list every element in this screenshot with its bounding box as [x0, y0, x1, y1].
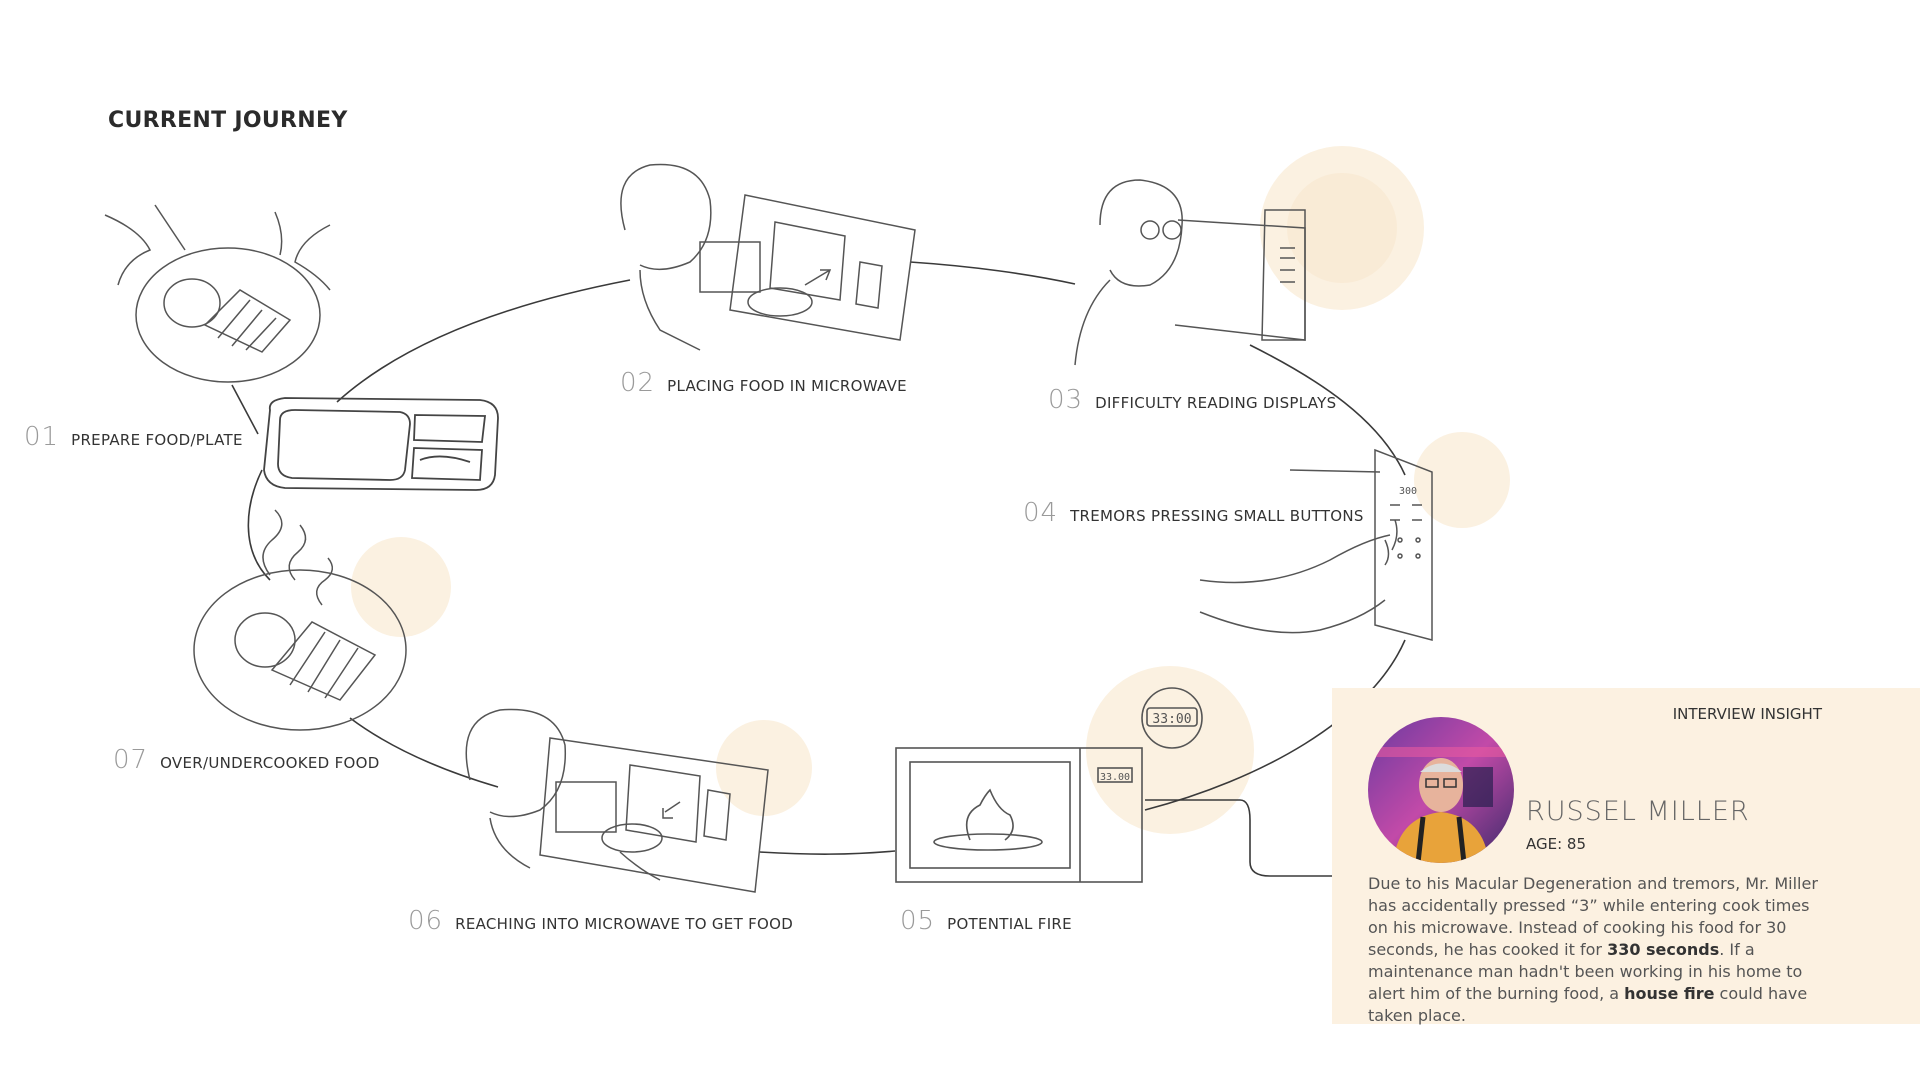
cooked-food-sketch	[193, 509, 407, 731]
interviewee-name: RUSSEL MILLER	[1526, 796, 1750, 827]
step-label: PLACING FOOD IN MICROWAVE	[667, 377, 907, 395]
accent-circle	[351, 537, 451, 637]
meal-tray-sketch	[263, 397, 499, 491]
pressing-buttons-sketch	[1199, 448, 1433, 641]
placing-food-sketch	[620, 163, 916, 351]
accent-circle	[1086, 666, 1254, 834]
step-label: PREPARE FOOD/PLATE	[71, 431, 243, 449]
step-05: 05 POTENTIAL FIRE	[900, 906, 1072, 936]
avatar	[1368, 717, 1514, 863]
step-label: TREMORS PRESSING SMALL BUTTONS	[1070, 507, 1364, 525]
fire-microwave-sketch	[895, 687, 1203, 883]
insight-emphasis: house fire	[1624, 984, 1715, 1003]
step-number: 01	[24, 422, 60, 452]
step-number: 03	[1048, 385, 1084, 415]
journey-path	[231, 261, 1406, 877]
accent-circle	[716, 720, 812, 816]
prepare-food-sketch	[104, 204, 331, 383]
step-label: OVER/UNDERCOOKED FOOD	[160, 754, 380, 772]
step-number: 02	[620, 368, 656, 398]
step-number: 05	[900, 906, 936, 936]
insight-text: could have taken place.	[1368, 984, 1808, 1025]
insight-header: INTERVIEW INSIGHT	[1672, 705, 1822, 723]
reading-display-sketch	[1074, 179, 1306, 366]
step-02: 02 PLACING FOOD IN MICROWAVE	[620, 368, 907, 398]
timer-display-large: 33:00	[1152, 712, 1191, 727]
interview-insight-panel: INTERVIEW INSIGHT	[1332, 688, 1920, 1027]
insight-emphasis: 330 seconds	[1607, 940, 1720, 959]
reaching-microwave-sketch	[465, 708, 769, 893]
step-01: 01 PREPARE FOOD/PLATE	[24, 422, 243, 452]
microwave-display-small: 33.00	[1100, 772, 1130, 783]
step-07: 07 OVER/UNDERCOOKED FOOD	[113, 745, 380, 775]
insight-text: . If a maintenance man hadn't been worki…	[1368, 940, 1803, 1003]
keypad-display: 300	[1399, 486, 1417, 497]
step-label: POTENTIAL FIRE	[947, 915, 1072, 933]
step-06: 06 REACHING INTO MICROWAVE TO GET FOOD	[408, 906, 793, 936]
step-number: 04	[1023, 498, 1059, 528]
page-title: CURRENT JOURNEY	[108, 108, 348, 133]
insight-body: Due to his Macular Degeneration and trem…	[1368, 873, 1828, 1027]
step-label: REACHING INTO MICROWAVE TO GET FOOD	[455, 915, 794, 933]
interviewee-age: AGE: 85	[1526, 835, 1587, 853]
accent-circle	[1414, 432, 1510, 528]
insight-text: Due to his Macular Degeneration and trem…	[1368, 874, 1818, 959]
step-04: 04 TREMORS PRESSING SMALL BUTTONS	[1023, 498, 1364, 528]
step-number: 07	[113, 745, 149, 775]
step-03: 03 DIFFICULTY READING DISPLAYS	[1048, 385, 1336, 415]
step-label: DIFFICULTY READING DISPLAYS	[1095, 394, 1337, 412]
step-number: 06	[408, 906, 444, 936]
